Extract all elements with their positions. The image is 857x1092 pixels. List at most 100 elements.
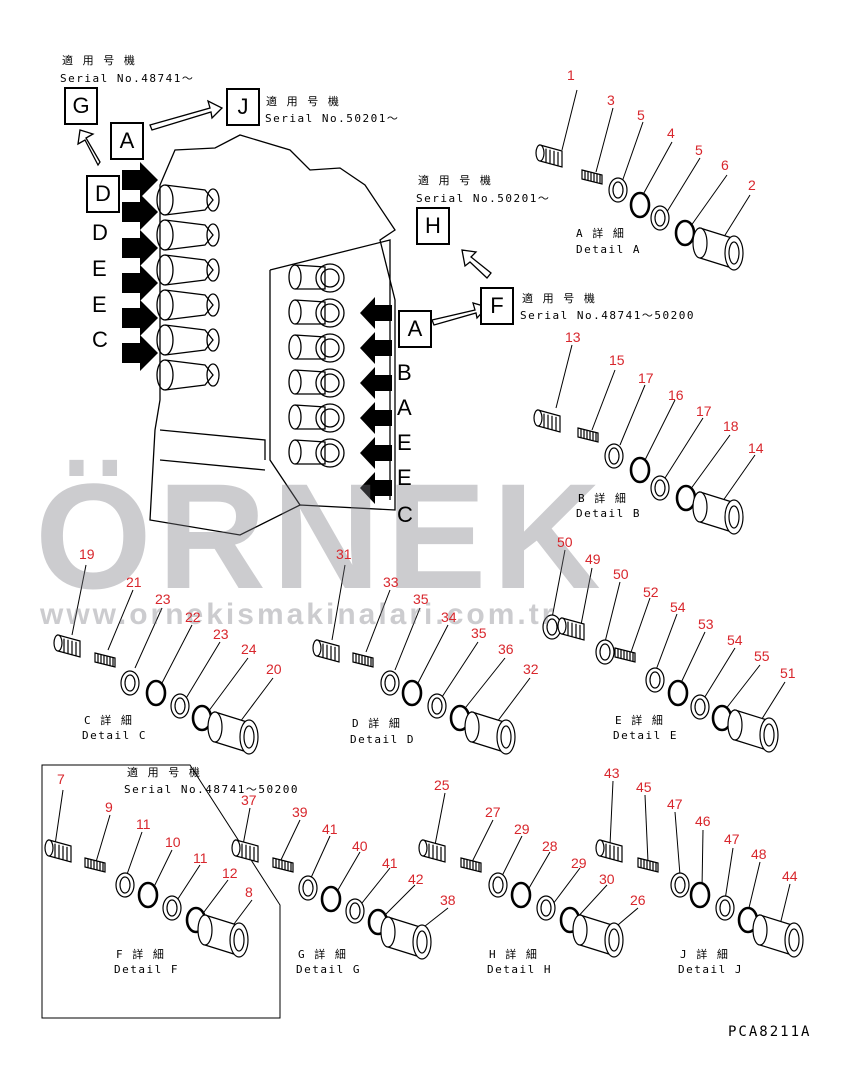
port-right-2: A <box>397 395 412 420</box>
valve-body-end <box>197 914 213 946</box>
view-box-j: J <box>226 88 260 126</box>
detail-c-en: Detail C <box>82 729 147 742</box>
part-number: 17 <box>638 370 654 386</box>
part-number: 24 <box>241 641 257 657</box>
detail-g-en: Detail G <box>296 963 361 976</box>
port-left-3: E <box>92 292 107 317</box>
ring-inner <box>492 876 504 894</box>
view-box-d: D <box>86 175 120 213</box>
part-number: 53 <box>698 616 714 632</box>
part-number: 41 <box>382 855 398 871</box>
part-number: 47 <box>667 796 683 812</box>
valve-body-bore <box>728 505 740 529</box>
part-number: 49 <box>585 551 601 567</box>
detail-d-jp: D 詳 細 <box>352 717 402 730</box>
part-number: 22 <box>185 609 201 625</box>
detail-d-en: Detail D <box>350 733 415 746</box>
part-number: 10 <box>165 834 181 850</box>
serial-j-value: Serial No.50201～ <box>265 112 400 125</box>
plug-end-part <box>595 839 605 857</box>
part-number: 54 <box>670 599 686 615</box>
detail-h-en: Detail H <box>487 963 552 976</box>
part-number: 20 <box>266 661 282 677</box>
detail-f-jp: F 詳 細 <box>116 948 166 961</box>
part-number: 44 <box>782 868 798 884</box>
part-number: 34 <box>441 609 457 625</box>
port-right-1: B <box>397 360 412 385</box>
part-number: 11 <box>193 850 208 866</box>
valve-body-end <box>464 711 480 743</box>
part-number: 45 <box>636 779 652 795</box>
valve-body-end <box>207 711 223 743</box>
valve-body-end <box>572 914 588 946</box>
valve-body-end <box>752 914 768 946</box>
part-number: 41 <box>322 821 338 837</box>
part-number: 17 <box>696 403 712 419</box>
detail-j-jp: J 詳 細 <box>680 948 730 961</box>
part-number: 15 <box>609 352 625 368</box>
detail-f-en: Detail F <box>114 963 179 976</box>
view-box-h: H <box>416 207 450 245</box>
part-number: 21 <box>126 574 142 590</box>
part-number: 35 <box>471 625 487 641</box>
detail-c-jp: C 詳 細 <box>84 714 134 727</box>
ring-part <box>320 885 342 913</box>
part-number: 25 <box>434 777 450 793</box>
detail-j-en: Detail J <box>678 963 743 976</box>
plug-end-part <box>557 617 567 635</box>
ring-part <box>674 219 696 247</box>
part-number: 26 <box>630 892 646 908</box>
valve-body-bore <box>763 723 775 747</box>
part-number: 6 <box>721 157 729 173</box>
part-number: 50 <box>557 534 573 550</box>
plug-end-part <box>533 409 543 427</box>
part-number: 5 <box>695 142 703 158</box>
ring-inner <box>654 209 666 227</box>
view-box-g: G <box>64 87 98 125</box>
valve-body-bore <box>788 928 800 952</box>
watermark-url: www.ornekismakinalari.com.tr <box>40 598 557 631</box>
ring-inner <box>302 879 314 897</box>
detail-e-jp: E 詳 細 <box>615 714 665 727</box>
serial-j-label: 適 用 号 機 <box>266 95 341 108</box>
detail-a-en: Detail A <box>576 243 641 256</box>
plug-end-part <box>535 144 545 162</box>
valve-body-end <box>692 491 708 523</box>
port-right-3: E <box>397 430 412 455</box>
part-number: 29 <box>514 821 530 837</box>
part-number: 51 <box>780 665 796 681</box>
part-number: 54 <box>727 632 743 648</box>
serial-main-label: 適 用 号 機 <box>62 54 137 67</box>
detail-h-jp: H 詳 細 <box>489 948 539 961</box>
serial-f-label: 適 用 号 機 <box>522 292 597 305</box>
valve-body-bore <box>608 928 620 952</box>
ring-part <box>689 881 711 909</box>
ring-inner <box>612 181 624 199</box>
part-number: 5 <box>637 107 645 123</box>
part-number: 39 <box>292 804 308 820</box>
serial-fg-value: Serial No.48741～50200 <box>124 783 299 796</box>
part-number: 36 <box>498 641 514 657</box>
ring-inner <box>431 697 443 715</box>
view-box-f: F <box>480 287 514 325</box>
ring-part <box>510 881 532 909</box>
ring-inner <box>124 674 136 692</box>
detail-b-en: Detail B <box>576 507 641 520</box>
part-number: 4 <box>667 125 675 141</box>
part-number: 40 <box>352 838 368 854</box>
part-number: 43 <box>604 765 620 781</box>
port-left-4: C <box>92 327 108 352</box>
part-number: 2 <box>748 177 756 193</box>
part-number: 23 <box>213 626 229 642</box>
part-number: 12 <box>222 865 238 881</box>
detail-g-jp: G 詳 細 <box>298 948 348 961</box>
ring-inner <box>674 876 686 894</box>
serial-h-label: 適 用 号 機 <box>418 174 493 187</box>
part-number: 23 <box>155 591 171 607</box>
ring-inner <box>649 671 661 689</box>
ring-part <box>675 484 697 512</box>
valve-body-end <box>692 227 708 259</box>
part-number: 52 <box>643 584 659 600</box>
valve-body-end <box>727 709 743 741</box>
